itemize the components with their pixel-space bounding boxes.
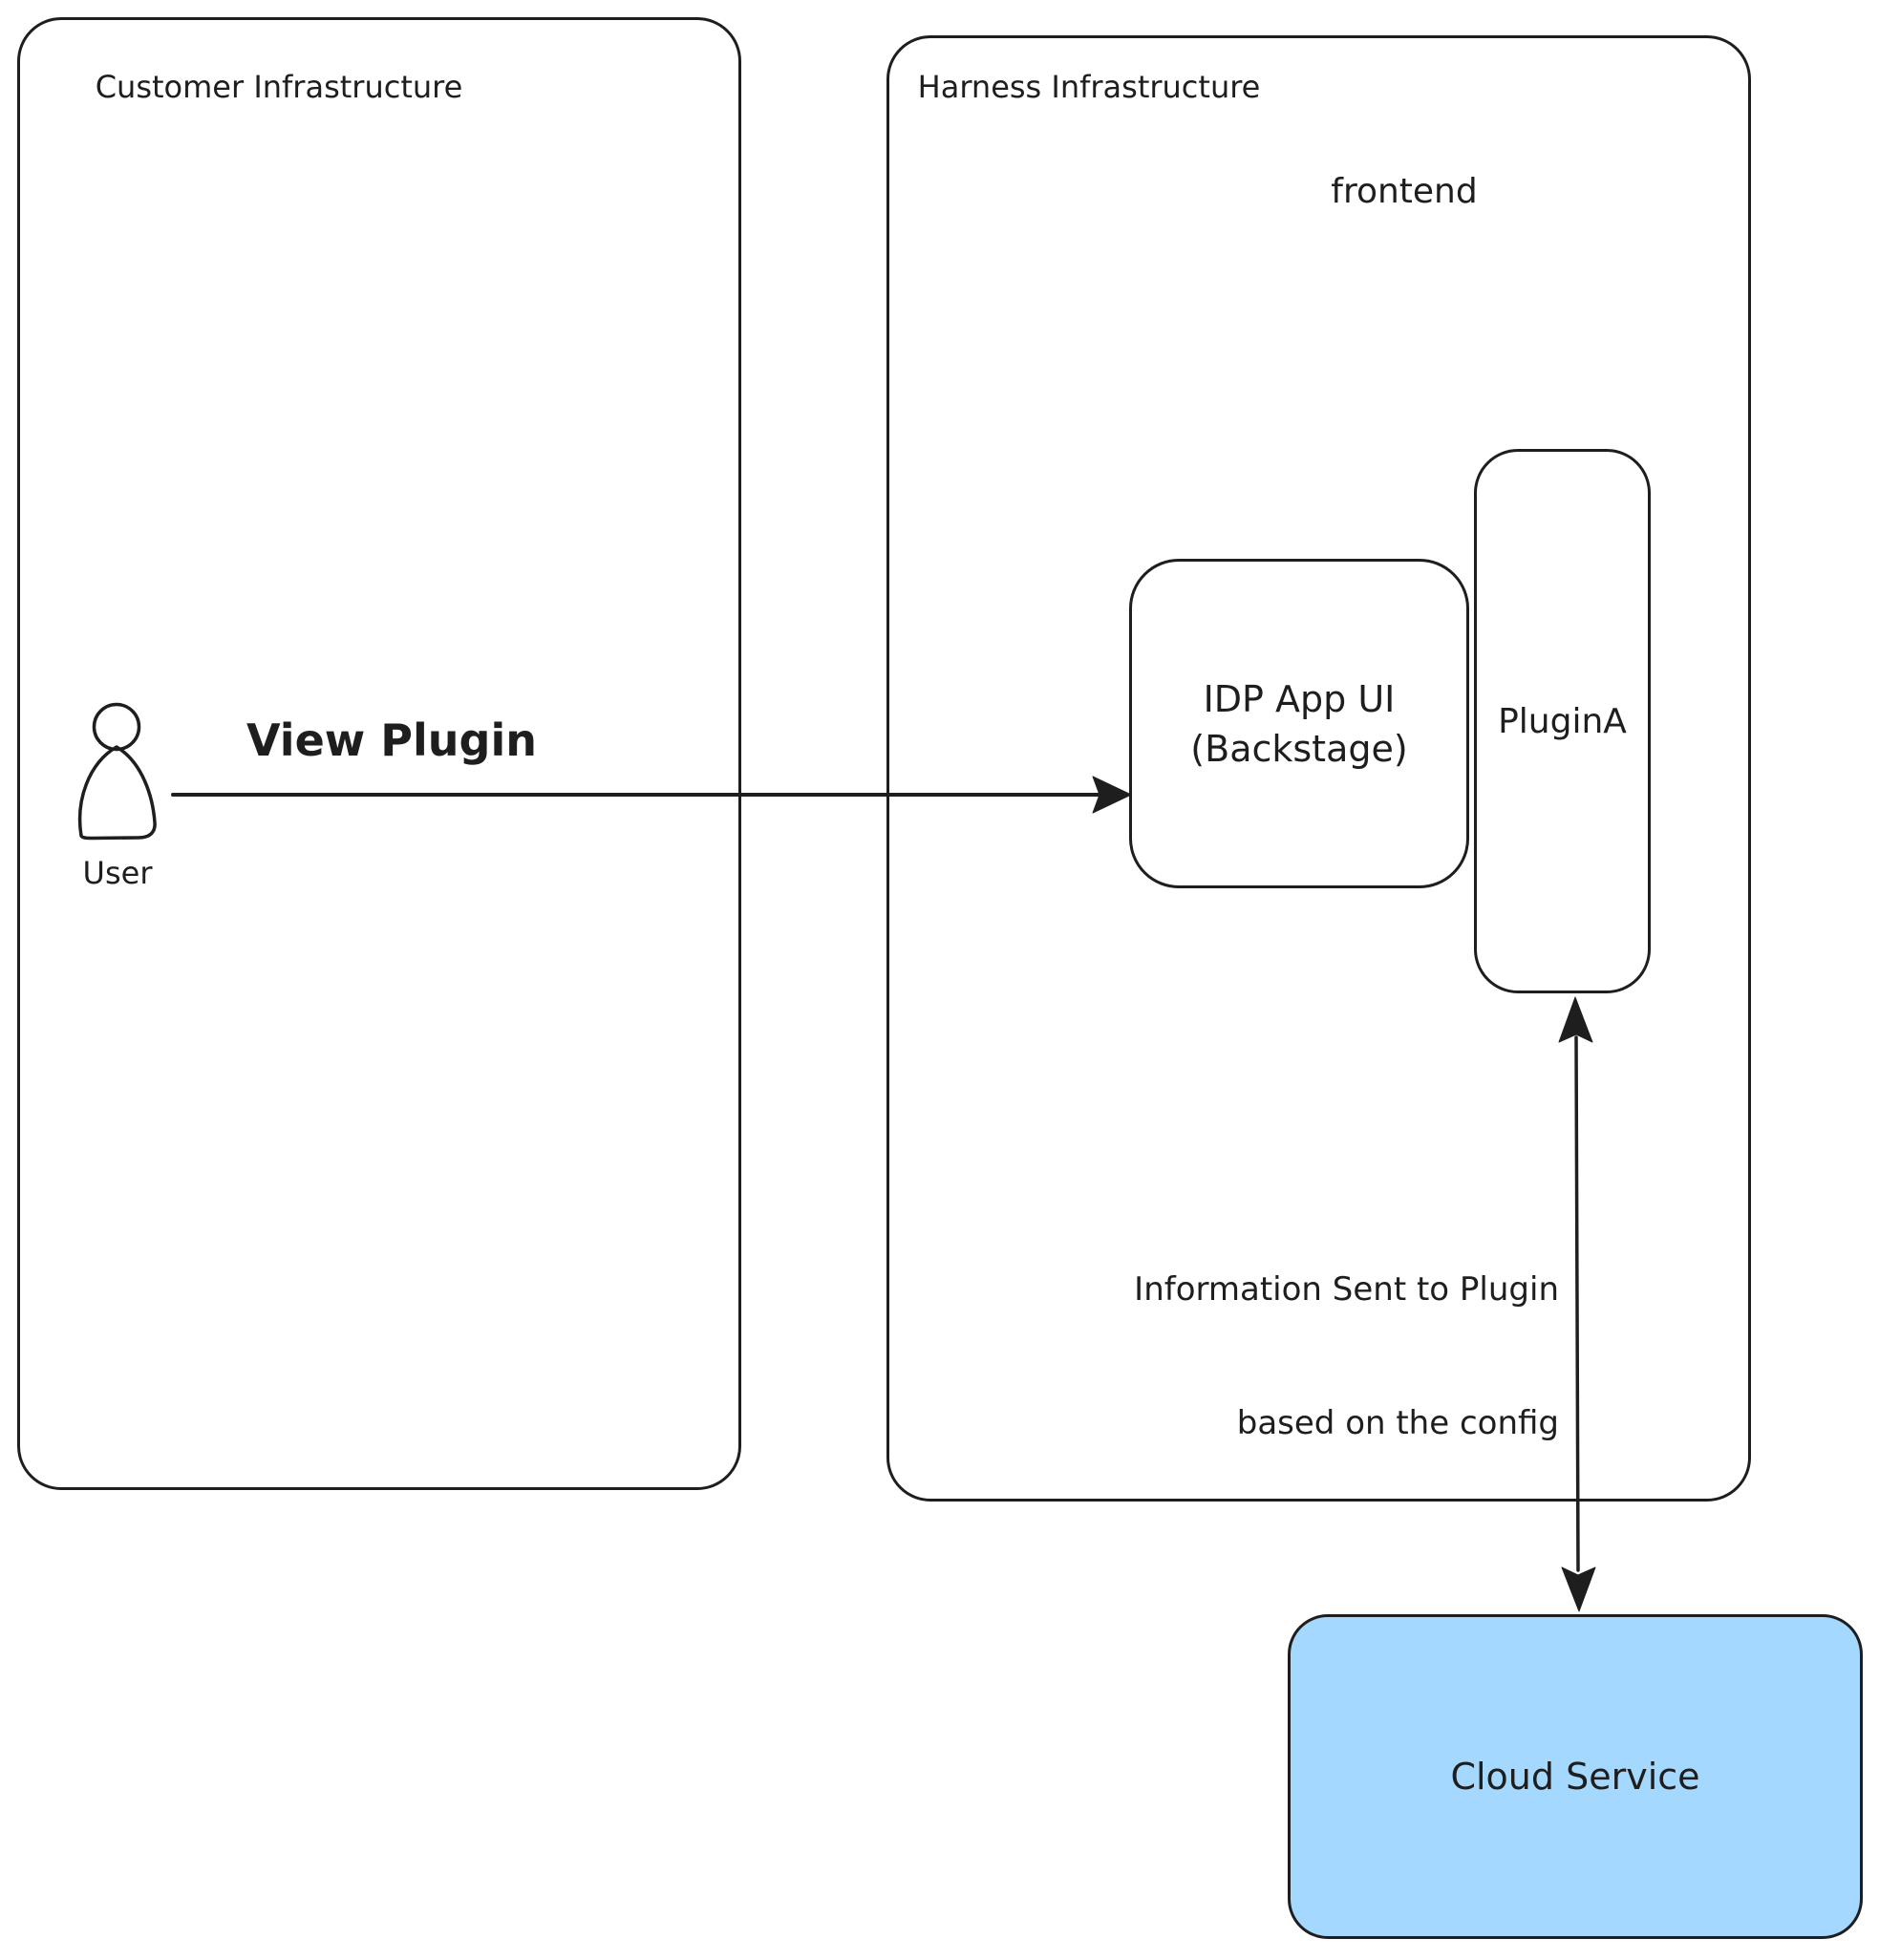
plugin-a-label: PluginA bbox=[1498, 701, 1627, 741]
view-plugin-arrow-label: View Plugin bbox=[246, 714, 537, 766]
info-sent-to-plugin-label: Information Sent to Plugin based on the … bbox=[1099, 1256, 1559, 1523]
harness-infrastructure-box bbox=[886, 35, 1751, 1502]
info-label-line2: based on the config bbox=[1236, 1404, 1559, 1442]
cloud-service-label: Cloud Service bbox=[1450, 1756, 1700, 1798]
idp-app-ui-box: IDP App UI (Backstage) bbox=[1129, 559, 1469, 888]
idp-app-ui-label-line1: IDP App UI bbox=[1203, 677, 1396, 720]
customer-infrastructure-title: Customer Infrastructure bbox=[95, 69, 463, 105]
idp-app-ui-label-line2: (Backstage) bbox=[1190, 727, 1408, 770]
customer-infrastructure-box bbox=[17, 17, 741, 1490]
harness-infrastructure-title: Harness Infrastructure bbox=[917, 69, 1261, 105]
frontend-label: frontend bbox=[1331, 172, 1478, 211]
plugin-a-box: PluginA bbox=[1474, 449, 1651, 993]
info-label-line1: Information Sent to Plugin bbox=[1134, 1270, 1559, 1309]
cloud-service-box: Cloud Service bbox=[1288, 1614, 1863, 1939]
user-label: User bbox=[82, 855, 153, 891]
